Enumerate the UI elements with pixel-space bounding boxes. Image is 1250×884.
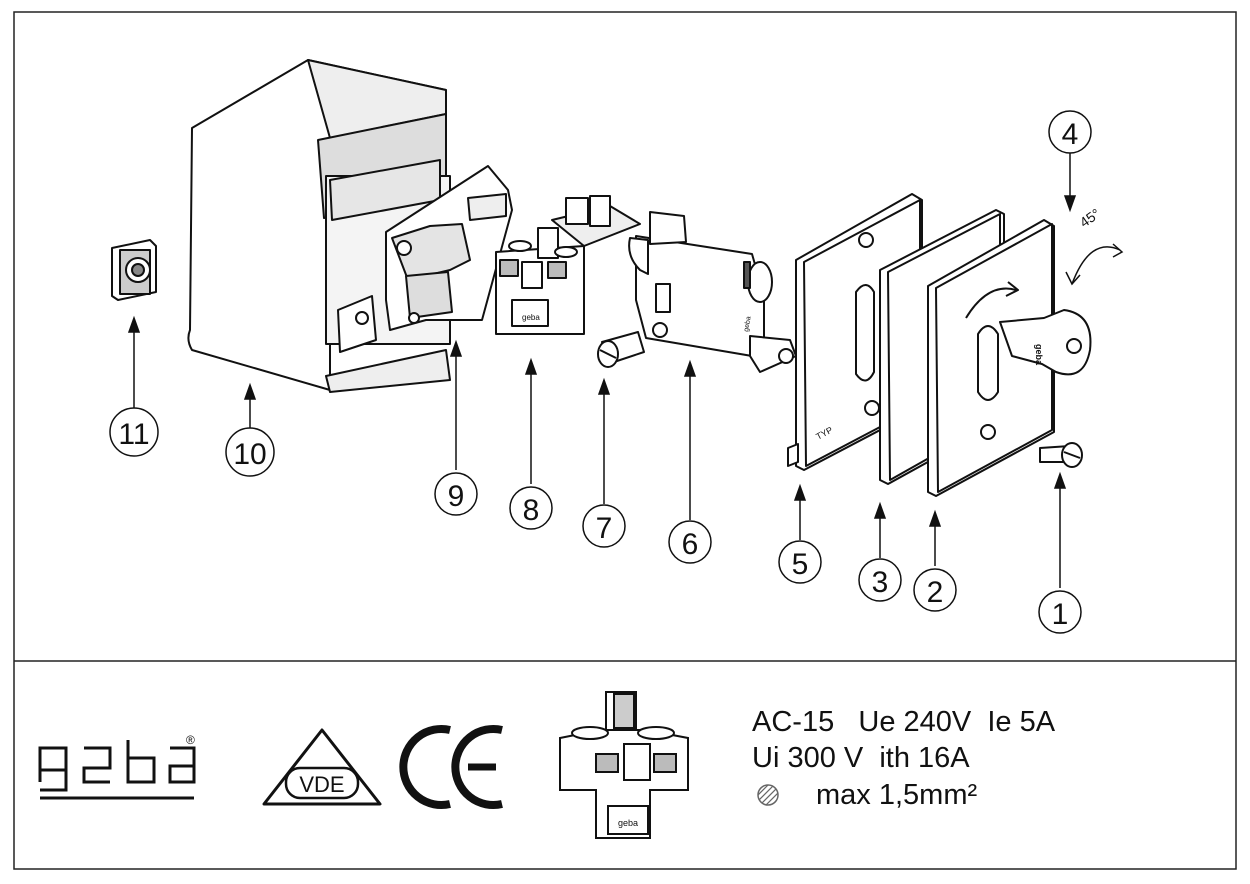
- svg-text:10: 10: [233, 438, 266, 471]
- spec-line-rating: AC-15 Ue 240V Ie 5A: [752, 706, 1056, 738]
- svg-text:8: 8: [523, 494, 540, 527]
- screw-part: [1039, 442, 1083, 468]
- cylinder-label: geba: [743, 316, 753, 333]
- key-label: geba: [1034, 344, 1044, 366]
- registered-mark: ®: [186, 733, 195, 747]
- outer-frame: [13, 11, 1237, 870]
- callout-3: 3: [858, 558, 902, 602]
- leader-lines: [127, 152, 1077, 588]
- cap-nut-part: [111, 239, 157, 301]
- svg-text:11: 11: [118, 418, 149, 451]
- contact-block-part: [385, 165, 513, 331]
- wire-section-text: max 1,5mm²: [816, 778, 978, 811]
- vde-mark: VDE: [262, 728, 382, 806]
- terminal-block-part: geba: [495, 195, 641, 335]
- svg-text:2: 2: [927, 576, 944, 609]
- callout-11: 11: [109, 407, 159, 457]
- terminal-block-diagram: geba: [559, 691, 689, 839]
- svg-text:4: 4: [1062, 118, 1079, 151]
- terminal-block-label: geba: [522, 313, 540, 322]
- cover-plate-part: [927, 219, 1055, 497]
- callouts: 1 2 3 4 5 6 7 8 9 10 11: [109, 110, 1092, 634]
- spec-line-wire: max 1,5mm²: [752, 777, 1192, 813]
- callout-5: 5: [778, 540, 822, 584]
- svg-text:CE: CE: [476, 825, 478, 827]
- svg-text:1: 1: [1052, 598, 1069, 631]
- ce-mark: CE: [399, 725, 503, 827]
- lock-cylinder-part: geba: [628, 211, 797, 373]
- spec-line-insulation: Ui 300 V ith 16A: [752, 742, 970, 775]
- svg-text:geba: geba: [618, 818, 638, 828]
- callout-7: 7: [582, 504, 626, 548]
- svg-text:3: 3: [872, 566, 889, 599]
- callout-8: 8: [509, 486, 553, 530]
- svg-text:VDE: VDE: [299, 772, 344, 797]
- callout-9: 9: [434, 472, 478, 516]
- svg-text:9: 9: [448, 480, 465, 513]
- rotation-indicator: 45°: [1065, 205, 1124, 286]
- electrical-specifications: AC-15 Ue 240V Ie 5A Ui 300 V ith 16A max…: [752, 704, 1192, 813]
- svg-text:7: 7: [596, 512, 613, 545]
- callout-10: 10: [225, 427, 275, 477]
- svg-text:5: 5: [792, 548, 809, 581]
- callout-2: 2: [913, 568, 957, 612]
- callout-4: 4: [1048, 110, 1092, 154]
- callout-1: 1: [1038, 590, 1082, 634]
- wire-cross-section-icon: [757, 783, 779, 806]
- svg-text:6: 6: [682, 528, 699, 561]
- rotation-angle-label: 45°: [1077, 205, 1104, 230]
- logo-wordmark-text: geba: [120, 825, 123, 827]
- fixing-screw-part: [597, 331, 645, 368]
- callout-6: 6: [668, 520, 712, 564]
- geba-logo: ® geba: [38, 733, 196, 827]
- key-part: geba: [999, 309, 1092, 376]
